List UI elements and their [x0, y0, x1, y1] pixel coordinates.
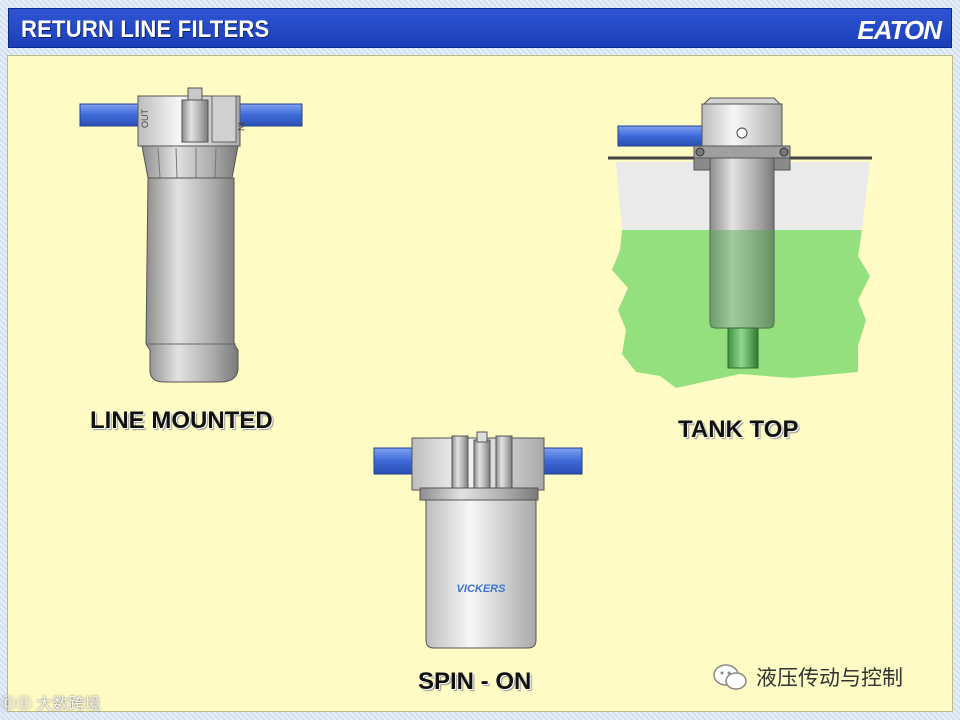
title-bar: RETURN LINE FILTERS EATON — [8, 8, 952, 48]
head-cap — [187, 87, 203, 101]
head-block-right — [211, 95, 237, 143]
port-out-label: OUT — [140, 109, 150, 129]
wechat-icon — [713, 664, 747, 690]
line-mounted-label: LINE MOUNTED — [90, 407, 273, 434]
filter-bowl — [145, 177, 239, 383]
bowl-collar — [141, 145, 239, 179]
outlet-pipe — [239, 103, 303, 127]
watermark-left-text: 大数跨境 — [36, 696, 101, 713]
line-mounted-filter: OUT IN — [79, 87, 303, 383]
watermark-right-text: 液压传动与控制 — [756, 667, 903, 690]
watermark-right: 液压传动与控制 — [712, 660, 903, 694]
spin-canister — [425, 499, 537, 649]
tank-filter-body — [709, 157, 775, 329]
slide-title: RETURN LINE FILTERS — [21, 16, 270, 43]
tank-filter-cover — [701, 103, 783, 151]
cover-port-icon — [736, 127, 748, 139]
vickers-brand-text: VICKERS — [457, 583, 507, 595]
spin-on-label: SPIN - ON — [418, 668, 532, 695]
tank-top-label: TANK TOP — [678, 416, 799, 443]
tank-inlet-pipe — [617, 125, 703, 147]
return-tube — [727, 327, 759, 369]
watermark-left-icon: ⓪⓪ — [0, 696, 37, 713]
head-boss — [181, 99, 209, 143]
tank-top-filter — [608, 97, 872, 388]
watermark-left: ⓪⓪ 大数跨境 — [0, 690, 100, 714]
inlet-pipe — [79, 103, 143, 127]
eaton-logo: EATON — [857, 15, 942, 45]
port-in-label: IN — [236, 122, 246, 131]
spin-on-filter: VICKERS — [373, 431, 583, 649]
